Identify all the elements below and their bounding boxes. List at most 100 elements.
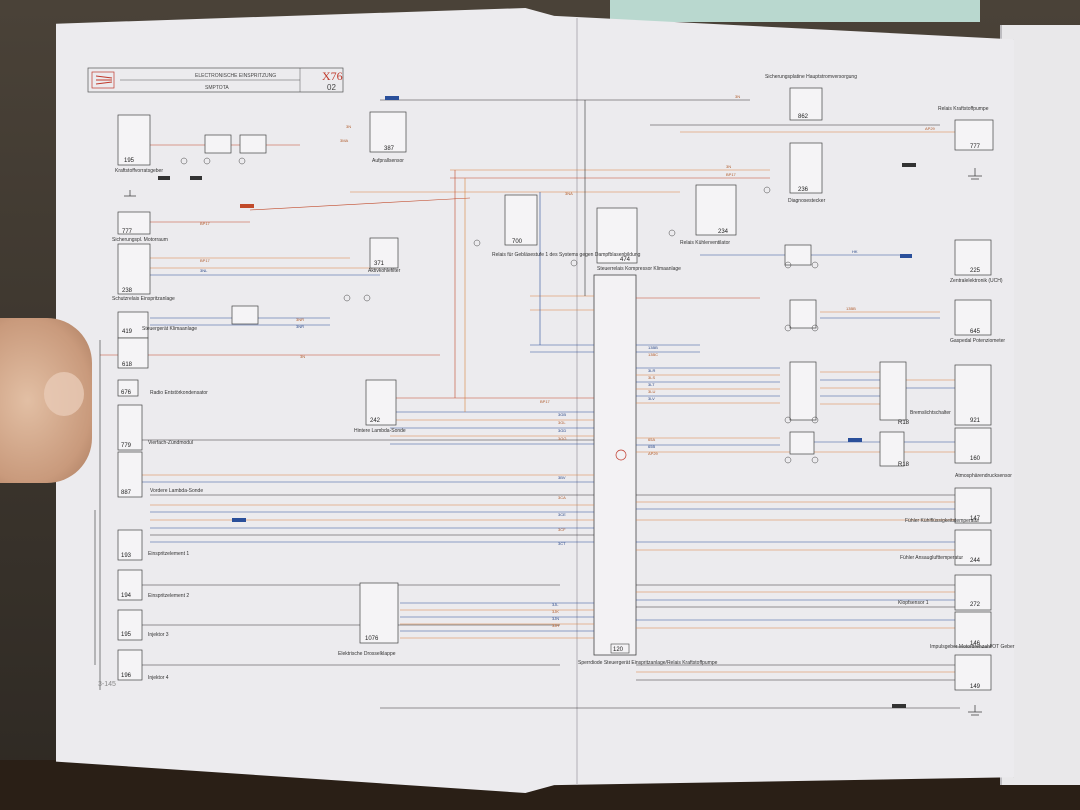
label-234: Relais Kühlerventilator: [680, 240, 730, 246]
component-labels: Kraftstoffvorratsgeber Aufprallsensor Si…: [112, 74, 1015, 681]
header-code: X76: [322, 69, 343, 83]
label-862: Sicherungsplatine Hauptstromversorgung: [765, 74, 857, 80]
svg-text:3JL: 3JL: [552, 602, 559, 607]
label-244: Fühler Ansauglufttemperatur: [900, 555, 963, 561]
svg-text:AP29: AP29: [925, 126, 936, 131]
label-147: Fühler Kühlflüssigkeitstemperatur: [905, 518, 980, 524]
page-number: 3-145: [98, 681, 116, 688]
svg-text:13BC: 13BC: [648, 352, 658, 357]
label-371: Aktivkohlefilter: [368, 268, 401, 274]
svg-text:3LV: 3LV: [648, 396, 655, 401]
svg-text:65B: 65B: [648, 444, 655, 449]
svg-text:676: 676: [121, 390, 132, 396]
svg-text:3N: 3N: [300, 354, 305, 359]
header-code-sub: 02: [327, 83, 336, 92]
svg-text:887: 887: [121, 490, 132, 496]
svg-text:195: 195: [124, 158, 135, 164]
svg-text:777: 777: [122, 229, 133, 235]
svg-text:3NR: 3NR: [296, 317, 304, 322]
svg-text:272: 272: [970, 602, 981, 608]
svg-text:13BB: 13BB: [846, 306, 856, 311]
svg-text:3CA: 3CA: [558, 495, 566, 500]
svg-text:3GG: 3GG: [558, 436, 566, 441]
ground-symbols: [124, 168, 982, 716]
svg-text:BP17: BP17: [726, 172, 737, 177]
label-194: Einspritzelement 2: [148, 593, 189, 599]
svg-text:R18: R18: [898, 462, 910, 468]
label-887: Vordere Lambda-Sonde: [150, 488, 203, 494]
component-boxes: [117, 87, 994, 691]
svg-text:3N: 3N: [735, 94, 740, 99]
svg-text:3GL: 3GL: [558, 420, 566, 425]
svg-text:160: 160: [970, 456, 981, 462]
label-474: Steuerrelais Kompressor Klimaanlage: [597, 266, 681, 272]
label-777: Sicherungspl. Motorraum: [112, 237, 168, 243]
label-387: Aufprallsensor: [372, 158, 404, 164]
label-272: Klopfsensor 1: [898, 600, 929, 606]
svg-text:419: 419: [122, 329, 133, 335]
component-numbers: 195 387 777 238 419 618 676 779 887 193 …: [121, 114, 981, 690]
svg-text:146: 146: [970, 641, 981, 647]
wire-bundle-right: [380, 254, 960, 709]
svg-text:195: 195: [121, 632, 132, 638]
header-title-2: SMPTOTA: [205, 85, 229, 91]
svg-text:862: 862: [798, 114, 809, 120]
page-fold: [576, 18, 578, 788]
label-238: Schutzrelais Einspritzanlage: [112, 296, 175, 302]
wall-background: [610, 0, 980, 22]
label-645: Gaspedal Potenziometer: [950, 338, 1005, 344]
svg-text:3JH: 3JH: [552, 623, 559, 628]
connector-circles: [180, 157, 819, 464]
svg-text:3LS: 3LS: [648, 375, 655, 380]
svg-text:65A: 65A: [648, 437, 655, 442]
svg-text:HK: HK: [852, 249, 858, 254]
svg-text:3GD: 3GD: [558, 428, 566, 433]
wire-code-labels: BP17 3GB 3GL 3GD 3GG 3BV 3CA 3CE 3CF 3CT…: [200, 94, 936, 628]
svg-text:AP29: AP29: [648, 451, 659, 456]
svg-text:3LR: 3LR: [648, 368, 655, 373]
svg-text:3BV: 3BV: [558, 475, 566, 480]
svg-text:645: 645: [970, 329, 981, 335]
label-700: Relais für Gebläsestufe 1 des Systems ge…: [492, 252, 641, 258]
label-921: Bremslichtschalter: [910, 410, 951, 416]
svg-text:R18: R18: [898, 420, 910, 426]
svg-text:193: 193: [121, 553, 132, 559]
svg-text:700: 700: [512, 239, 523, 245]
svg-text:618: 618: [122, 362, 133, 368]
svg-text:225: 225: [970, 268, 981, 274]
label-195b: Injektor 3: [148, 632, 169, 638]
svg-text:3CE: 3CE: [558, 512, 566, 517]
header-block: ELECTRONISCHE EINSPRITZUNG SMPTOTA X76 0…: [87, 67, 344, 93]
ecu-label: Sperrdiode Steuergerät Einspritzanlage/R…: [578, 660, 718, 666]
svg-text:3GB: 3GB: [558, 412, 566, 417]
svg-text:474: 474: [620, 257, 631, 263]
label-597: Relais Kraftstoffpumpe: [938, 106, 989, 112]
svg-text:3CF: 3CF: [558, 527, 566, 532]
label-146: Impulsgeber Motordrehzahl/OT Geber: [930, 644, 1015, 650]
svg-text:1076: 1076: [365, 636, 379, 642]
svg-text:3LU: 3LU: [648, 389, 655, 394]
label-196: Injektor 4: [148, 675, 169, 681]
svg-text:3JN: 3JN: [552, 616, 559, 621]
svg-text:3CT: 3CT: [558, 541, 566, 546]
thumbnail-nail: [44, 372, 84, 416]
label-676: Radio Entstörkondensator: [150, 390, 208, 396]
svg-text:3NL: 3NL: [200, 268, 208, 273]
svg-text:3MA: 3MA: [340, 138, 349, 143]
svg-text:3N: 3N: [346, 124, 351, 129]
wire-trunks: [94, 100, 586, 690]
svg-text:147: 147: [970, 516, 981, 522]
svg-text:196: 196: [121, 673, 132, 679]
wire-bundle-left: [100, 99, 960, 666]
svg-text:149: 149: [970, 684, 981, 690]
svg-text:3JK: 3JK: [552, 609, 559, 614]
svg-text:13BB: 13BB: [648, 345, 658, 350]
svg-text:236: 236: [798, 187, 809, 193]
svg-text:244: 244: [970, 558, 981, 564]
header-title-1: ELECTRONISCHE EINSPRITZUNG: [195, 73, 276, 79]
svg-text:3LT: 3LT: [648, 382, 655, 387]
label-225: Zentralelektronik (UCH): [950, 278, 1003, 284]
label-1076: Elektrische Drosselklappe: [338, 651, 396, 657]
svg-text:3NA: 3NA: [565, 191, 573, 196]
svg-text:BP17: BP17: [200, 221, 211, 226]
